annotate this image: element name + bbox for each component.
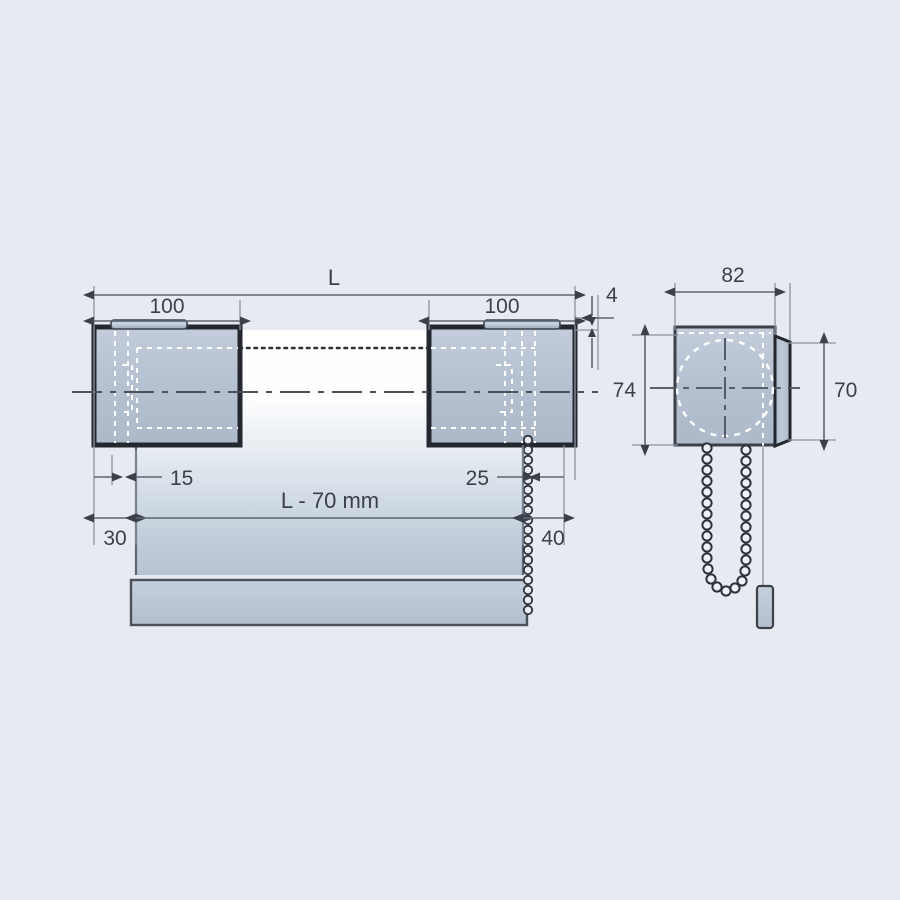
bead-chain-side (701, 442, 775, 630)
side-end-cap (773, 333, 792, 449)
left-bracket (91, 319, 243, 448)
dim-label-left-edge-offset: 30 (103, 527, 126, 550)
right-bracket-body (426, 324, 578, 448)
chain-loop-beads (701, 442, 752, 597)
bottom-bar (129, 578, 529, 627)
dim-label-bracket-left: 100 (149, 295, 184, 318)
front-view: L 100 100 4 15 30 (72, 265, 618, 627)
front-extension-lines (93, 286, 599, 545)
dim-label-side-width: 82 (721, 264, 744, 287)
dim-label-right-offset: 25 (466, 467, 489, 490)
dim-arrowhead-strip-up (588, 328, 596, 337)
dim-label-overall-length: L (328, 265, 340, 290)
right-bracket (426, 319, 578, 448)
dim-label-chain-offset: 40 (541, 527, 564, 550)
side-view: 82 74 70 (613, 264, 857, 630)
dim-label-bracket-right: 100 (484, 295, 519, 318)
dim-arrowhead-strip-down (588, 317, 596, 326)
dim-label-fabric-width: L - 70 mm (281, 488, 379, 513)
left-hidden-detail (122, 364, 133, 413)
right-hidden-detail (496, 364, 513, 413)
dim-label-side-height-outer: 74 (613, 379, 637, 402)
dim-label-left-offset: 15 (170, 467, 193, 490)
dim-label-side-height-inner: 70 (834, 379, 857, 402)
chain-weight (755, 584, 775, 630)
dim-label-strip-thickness: 4 (606, 284, 618, 307)
